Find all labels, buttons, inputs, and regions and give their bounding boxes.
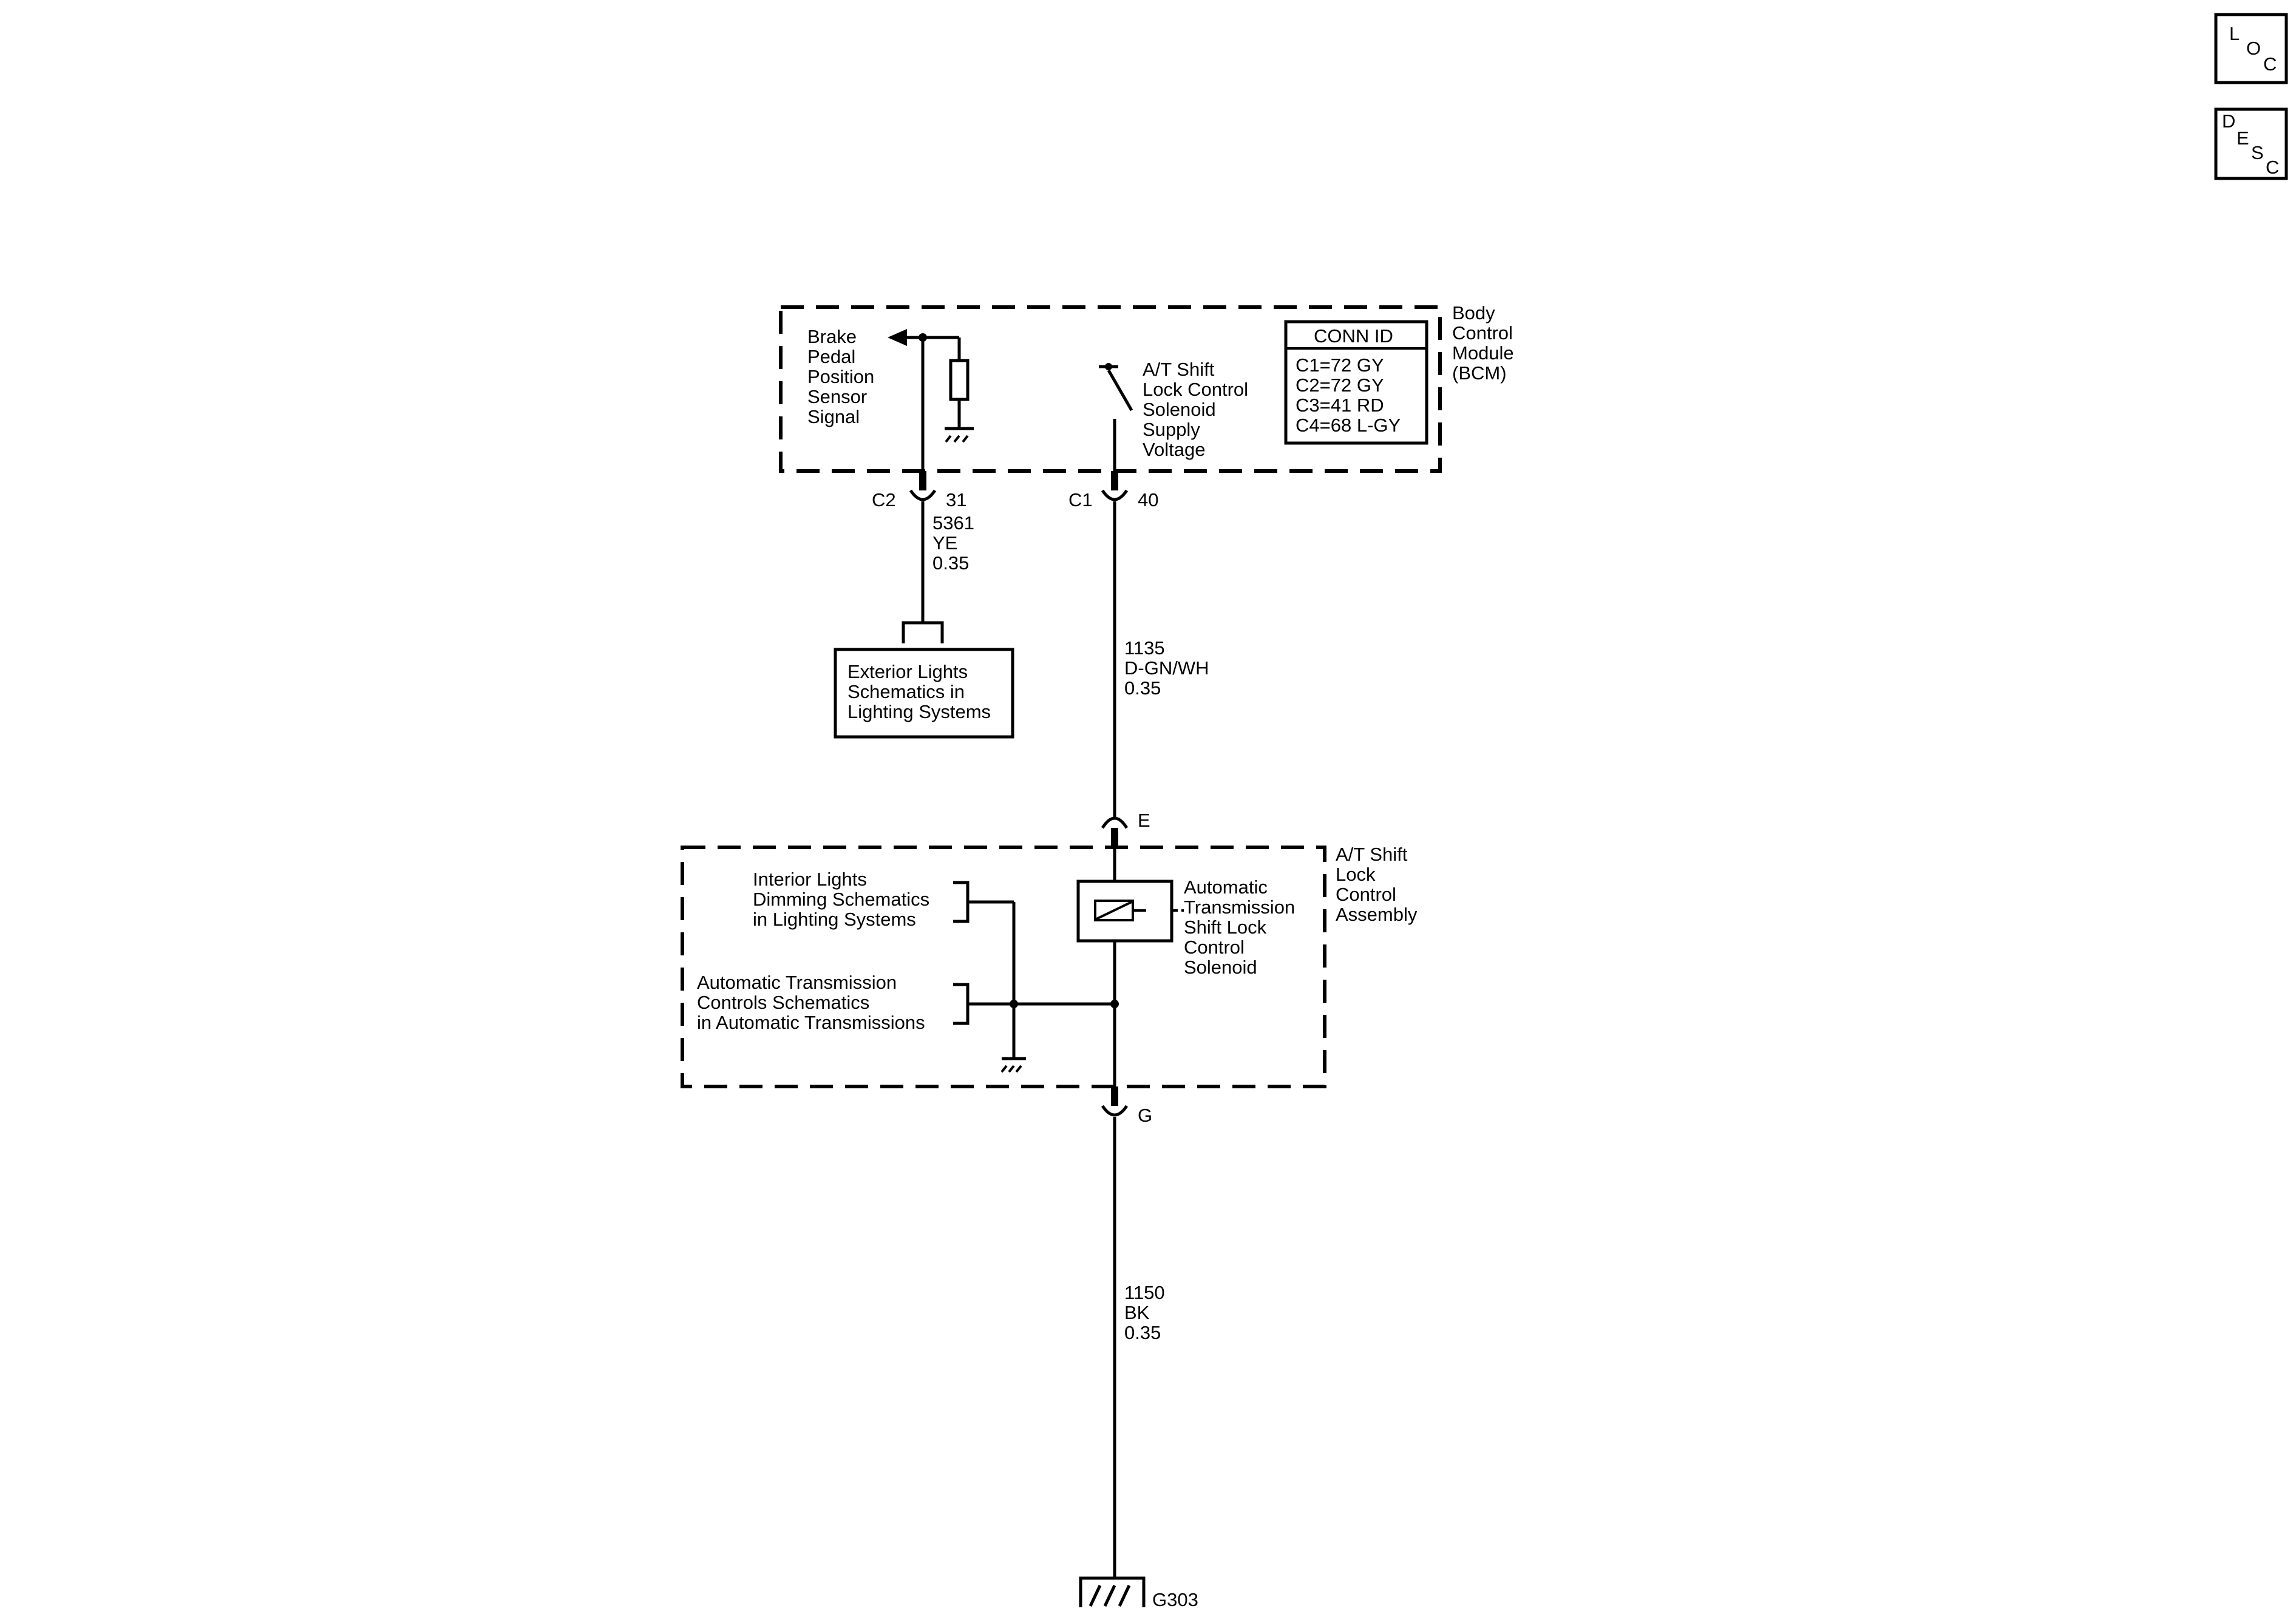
svg-text:G: G	[1138, 1105, 1152, 1126]
brake-signal-circuit	[888, 329, 974, 471]
svg-text:D: D	[2222, 110, 2235, 132]
interior-lights-bracket	[953, 881, 970, 923]
shift-lock-assembly-label: A/T Shift Lock Control Assembly	[1336, 844, 1418, 925]
svg-text:D-GN/WH: D-GN/WH	[1124, 657, 1209, 679]
svg-text:in Automatic Transmissions: in Automatic Transmissions	[697, 1012, 925, 1033]
supply-voltage-label: A/T Shift Lock Control Solenoid Supply V…	[1143, 359, 1248, 460]
bcm-box	[779, 305, 1442, 473]
svg-text:Position: Position	[807, 366, 874, 387]
svg-text:BK: BK	[1124, 1302, 1150, 1323]
brake-signal-label: Brake Pedal Position Sensor Signal	[807, 326, 874, 427]
svg-text:Lighting Systems: Lighting Systems	[847, 701, 991, 722]
svg-text:1135: 1135	[1124, 637, 1165, 659]
svg-text:Control: Control	[1184, 937, 1245, 958]
svg-text:CONN ID: CONN ID	[1314, 325, 1393, 347]
svg-text:Lock Control: Lock Control	[1143, 379, 1248, 400]
svg-text:Supply: Supply	[1143, 419, 1200, 440]
svg-text:Control: Control	[1336, 884, 1396, 905]
svg-text:Module: Module	[1452, 342, 1514, 364]
svg-text:C: C	[2263, 53, 2277, 75]
svg-text:E: E	[1138, 810, 1150, 831]
svg-text:Sensor: Sensor	[807, 386, 867, 407]
svg-text:C1: C1	[1068, 489, 1093, 510]
svg-text:Pedal: Pedal	[807, 346, 855, 367]
svg-text:Body: Body	[1452, 302, 1495, 324]
svg-text:Transmission: Transmission	[1184, 897, 1295, 918]
svg-text:Assembly: Assembly	[1336, 904, 1418, 925]
solenoid-label: Automatic Transmission Shift Lock Contro…	[1184, 876, 1295, 978]
svg-text:Signal: Signal	[807, 406, 860, 427]
svg-text:YE: YE	[932, 532, 957, 554]
svg-text:Dimming Schematics: Dimming Schematics	[753, 889, 929, 910]
ground-g303: G303	[1079, 1576, 1198, 1610]
svg-text:Exterior Lights: Exterior Lights	[847, 661, 968, 682]
internal-ground-circuit	[968, 902, 1119, 1073]
svg-text:A/T Shift: A/T Shift	[1143, 359, 1215, 380]
svg-text:31: 31	[946, 489, 966, 510]
connector-c1: C1 40	[1068, 471, 1158, 510]
svg-text:Schematics in: Schematics in	[847, 681, 965, 702]
svg-text:C: C	[2266, 157, 2279, 178]
svg-text:G303: G303	[1152, 1589, 1198, 1610]
svg-text:C4=68 L-GY: C4=68 L-GY	[1296, 415, 1401, 436]
auto-trans-ref[interactable]: Automatic Transmission Controls Schemati…	[697, 972, 925, 1033]
shift-lock-solenoid	[1076, 847, 1184, 1086]
svg-text:S: S	[2251, 142, 2264, 163]
supply-voltage-switch	[1099, 363, 1133, 471]
svg-text:(BCM): (BCM)	[1452, 362, 1507, 384]
svg-text:5361: 5361	[932, 512, 974, 534]
wire-1135-label: 1135 D-GN/WH 0.35	[1124, 637, 1209, 699]
wire-5361-label: 5361 YE 0.35	[932, 512, 974, 574]
svg-text:O: O	[2246, 38, 2261, 59]
svg-text:0.35: 0.35	[932, 552, 969, 574]
interior-lights-ref[interactable]: Interior Lights Dimming Schematics in Li…	[753, 869, 929, 930]
svg-text:Brake: Brake	[807, 326, 857, 347]
connector-g: G	[1101, 1086, 1152, 1126]
connector-c2: C2 31	[872, 471, 966, 510]
svg-text:L: L	[2229, 23, 2240, 44]
svg-text:Lock: Lock	[1336, 864, 1376, 885]
svg-text:Solenoid: Solenoid	[1184, 957, 1257, 978]
wire-1150-label: 1150 BK 0.35	[1124, 1282, 1165, 1343]
svg-text:1150: 1150	[1124, 1282, 1165, 1303]
svg-text:Shift Lock: Shift Lock	[1184, 917, 1267, 938]
desc-button[interactable]: D E S C	[2214, 107, 2288, 180]
bcm-label: Body Control Module (BCM)	[1452, 302, 1514, 384]
conn-id-table: CONN ID C1=72 GY C2=72 GY C3=41 RD C4=68…	[1284, 320, 1428, 445]
svg-text:A/T Shift: A/T Shift	[1336, 844, 1408, 865]
svg-text:C3=41 RD: C3=41 RD	[1296, 395, 1384, 416]
svg-text:in Lighting Systems: in Lighting Systems	[753, 909, 916, 930]
svg-text:E: E	[2237, 127, 2249, 149]
exterior-lights-ref[interactable]: Exterior Lights Schematics in Lighting S…	[834, 648, 1014, 739]
connector-e: E	[1101, 810, 1150, 847]
svg-text:Control: Control	[1452, 322, 1513, 344]
svg-text:Automatic: Automatic	[1184, 876, 1268, 898]
svg-text:C2: C2	[872, 489, 896, 510]
auto-trans-bracket	[953, 983, 970, 1025]
svg-text:Controls Schematics: Controls Schematics	[697, 992, 869, 1013]
svg-text:0.35: 0.35	[1124, 1322, 1161, 1343]
svg-text:40: 40	[1138, 489, 1158, 510]
svg-text:C2=72 GY: C2=72 GY	[1296, 375, 1384, 396]
svg-text:Voltage: Voltage	[1143, 439, 1205, 460]
svg-text:0.35: 0.35	[1124, 677, 1161, 699]
svg-text:Solenoid: Solenoid	[1143, 399, 1216, 420]
loc-button[interactable]: L O C	[2214, 13, 2288, 84]
svg-text:Interior Lights: Interior Lights	[753, 869, 867, 890]
svg-text:Automatic Transmission: Automatic Transmission	[697, 972, 897, 993]
exterior-lights-bracket	[902, 621, 944, 643]
shift-lock-assembly-box	[681, 846, 1326, 1088]
svg-text:C1=72 GY: C1=72 GY	[1296, 354, 1384, 376]
